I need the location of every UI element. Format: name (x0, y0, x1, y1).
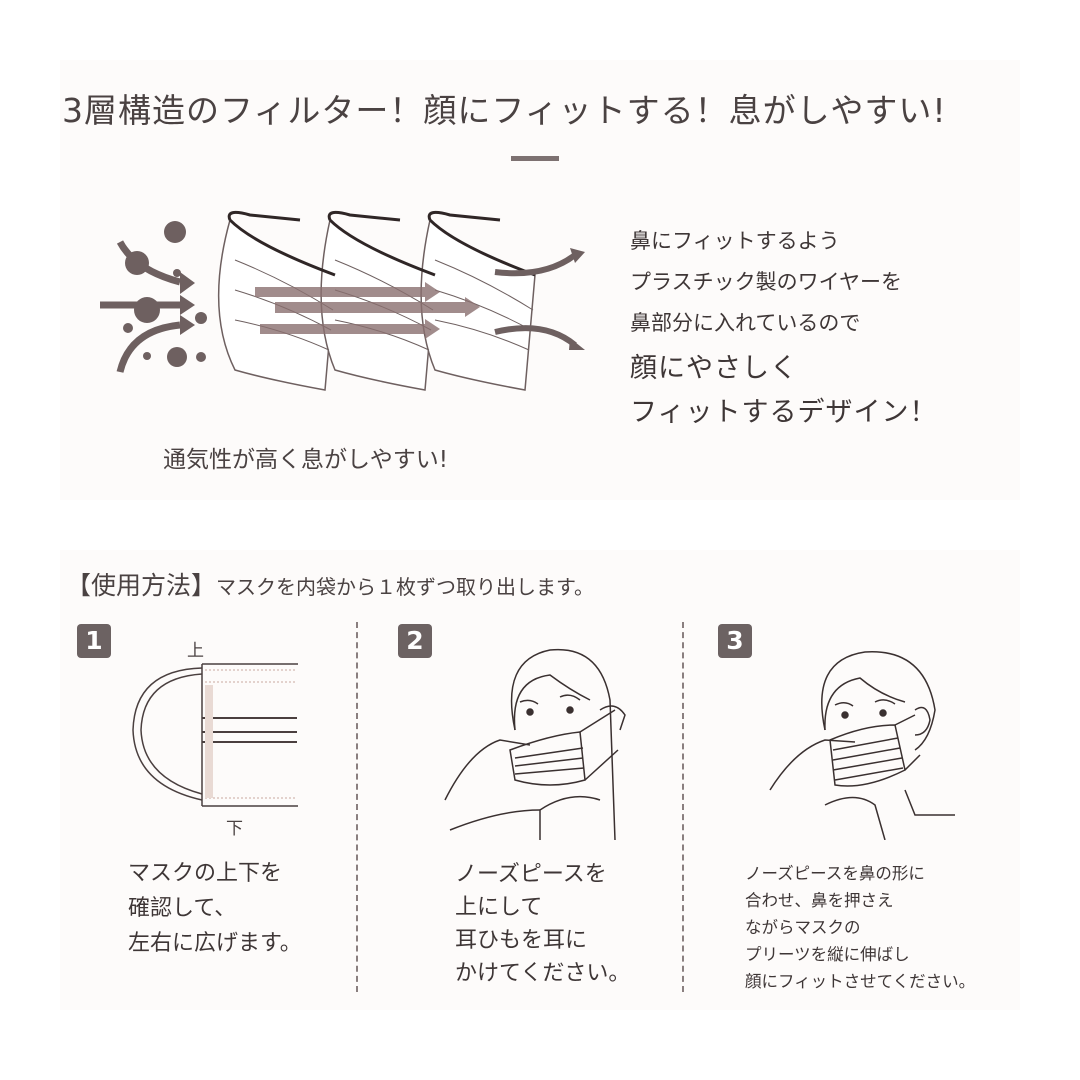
step-line: 左右に広げます。 (128, 931, 302, 956)
step-1-instructions: マスクの上下を 確認して、 左右に広げます。 (128, 856, 302, 961)
top-label: 上 (187, 641, 204, 661)
step-line: ノーズピースを鼻の形に (745, 864, 925, 883)
three-layer-airflow-illustration (100, 210, 585, 391)
step-line: 耳ひもを耳に (455, 928, 588, 953)
step-line: ノーズピースを (455, 862, 607, 887)
step-divider (682, 622, 684, 992)
step-2-badge: 2 (398, 624, 432, 658)
headline-underline (511, 156, 559, 161)
step-line: マスクの上下を (128, 861, 283, 886)
step-line: 顔にフィットさせてください。 (745, 972, 976, 991)
fit-line: 鼻部分に入れているので (630, 311, 861, 335)
usage-panel (60, 550, 1020, 1010)
nose-fit-description: 鼻にフィットするよう プラスチック製のワイヤーを 鼻部分に入れているので 顔にや… (630, 226, 937, 437)
usage-label: 【使用方法】 (66, 571, 217, 600)
airflow-caption: 通気性が高く息がしやすい! (163, 447, 448, 473)
fit-line: 顔にやさしく (630, 353, 798, 384)
fit-line: フィットするデザイン！ (630, 397, 938, 428)
mask-top-bottom-illustration (132, 663, 298, 807)
step-line: プリーツを縦に伸ばし (745, 945, 910, 964)
step-line: 確認して、 (128, 896, 237, 921)
headline: 3層構造のフィルター！顔にフィットする！息がしやすい! (62, 91, 947, 130)
pleat-fit-illustration (769, 651, 955, 840)
step-divider (356, 622, 358, 992)
fit-line: 鼻にフィットするよう (630, 229, 840, 253)
usage-heading: 【使用方法】マスクを内袋から１枚ずつ取り出します。 (66, 566, 594, 602)
step-1-badge: 1 (77, 624, 111, 658)
usage-intro: マスクを内袋から１枚ずつ取り出します。 (216, 575, 595, 599)
fit-line: プラスチック製のワイヤーを (630, 270, 902, 294)
step-3-instructions: ノーズピースを鼻の形に 合わせ、鼻を押さえ ながらマスクの プリーツを縦に伸ばし… (745, 860, 975, 995)
ear-loop-illustration (444, 648, 626, 840)
step-line: 上にして (455, 895, 543, 920)
step-line: かけてください。 (455, 961, 631, 986)
step-line: ながらマスクの (745, 918, 861, 937)
step-2-instructions: ノーズピースを 上にして 耳ひもを耳に かけてください。 (455, 858, 630, 990)
step-3-badge: 3 (718, 624, 752, 658)
bottom-label: 下 (226, 819, 243, 839)
step-line: 合わせ、鼻を押さえ (745, 891, 894, 910)
